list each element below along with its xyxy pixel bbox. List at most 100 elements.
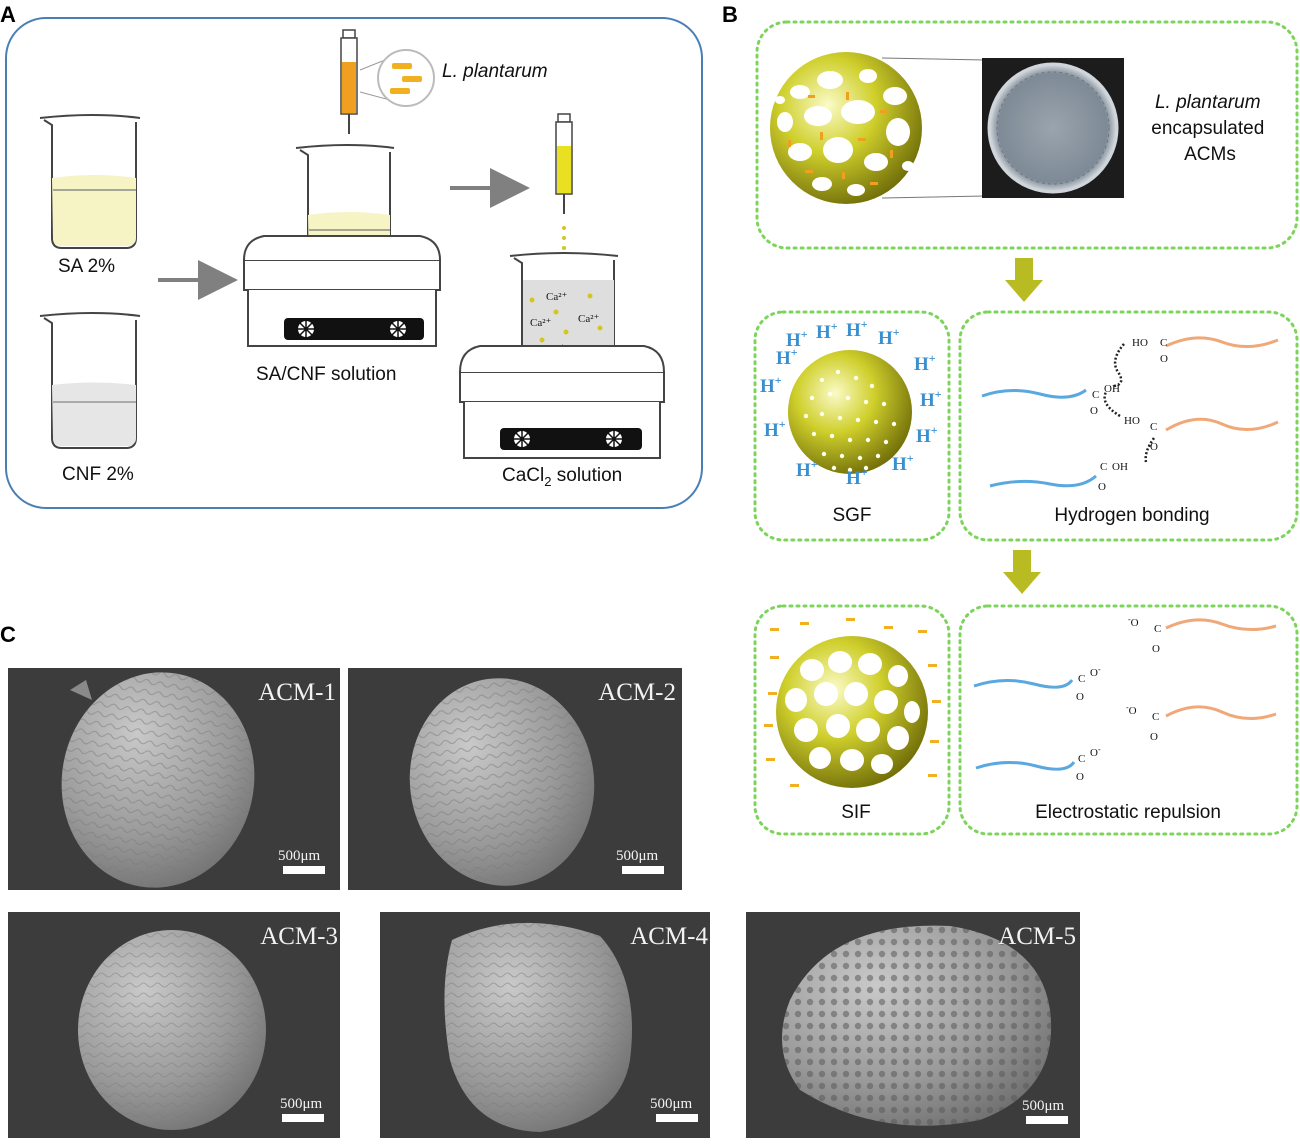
panel-b: B L. planta xyxy=(722,2,1299,836)
sa-beaker xyxy=(39,114,141,249)
svg-text:O: O xyxy=(1152,643,1160,655)
acm-1-scale-bar xyxy=(283,866,325,874)
hbond-label: Hydrogen bonding xyxy=(1054,505,1209,526)
bacteria-zoom xyxy=(377,49,435,107)
encapsulated-caption: L. plantarum encapsulated ACMs xyxy=(1151,92,1269,165)
panel-a-frame xyxy=(5,17,703,509)
svg-text:H+: H+ xyxy=(760,373,782,397)
svg-text:H+: H+ xyxy=(776,345,798,369)
acm-2-scale-bar xyxy=(622,866,664,874)
sa-label: SA 2% xyxy=(58,256,115,277)
sem-image-acm-3: ACM-3 500μm xyxy=(8,912,340,1138)
svg-text:H+: H+ xyxy=(846,317,868,341)
svg-text:-O: -O xyxy=(1126,703,1137,717)
acm-2-scale: 500μm xyxy=(616,848,659,864)
svg-text:H+: H+ xyxy=(764,417,786,441)
svg-text:O: O xyxy=(1090,405,1098,417)
bacteria-label: L. plantarum xyxy=(442,61,548,82)
encapsulation-box xyxy=(755,20,1299,250)
svg-text:C: C xyxy=(1160,337,1167,349)
svg-text:H+: H+ xyxy=(816,319,838,343)
petri-dish-photo xyxy=(982,58,1124,198)
svg-text:HO: HO xyxy=(1132,337,1148,349)
sgf-box xyxy=(753,310,951,542)
negative-charges xyxy=(764,618,941,787)
svg-text:HO: HO xyxy=(1124,415,1140,427)
ca-ion-2: Ca²⁺ xyxy=(578,313,600,325)
svg-text:O: O xyxy=(1150,731,1158,743)
svg-text:H+: H+ xyxy=(914,351,936,375)
acm-2-label: ACM-2 xyxy=(598,679,676,706)
svg-text:H+: H+ xyxy=(846,465,868,489)
svg-text:C: C xyxy=(1078,753,1085,765)
panel-a-letter: A xyxy=(0,2,16,27)
svg-text:O: O xyxy=(1098,481,1106,493)
svg-text:O: O xyxy=(1076,771,1084,783)
svg-text:O-: O- xyxy=(1090,745,1101,759)
acm-4-scale-bar xyxy=(656,1114,698,1122)
svg-text:-O: -O xyxy=(1128,615,1139,629)
svg-text:H+: H+ xyxy=(878,325,900,349)
svg-text:H+: H+ xyxy=(916,423,938,447)
panel-c: C ACM-1 500μm ACM-2 500μm ACM-3 500μm xyxy=(0,622,1080,1138)
svg-text:C: C xyxy=(1154,623,1161,635)
hbond-box xyxy=(958,310,1299,542)
acm-3-scale-bar xyxy=(282,1114,324,1122)
svg-text:OH: OH xyxy=(1104,383,1120,395)
sgf-capsule xyxy=(788,350,912,474)
sgf-label: SGF xyxy=(832,505,871,526)
acm-1-scale: 500μm xyxy=(278,848,321,864)
svg-text:O: O xyxy=(1160,353,1168,365)
svg-text:C: C xyxy=(1078,673,1085,685)
panel-b-letter: B xyxy=(722,2,738,27)
acm-5-scale-bar xyxy=(1026,1116,1068,1124)
hbond-chains xyxy=(981,336,1279,488)
repulsion-box xyxy=(958,604,1299,836)
acm-3-scale: 500μm xyxy=(280,1096,323,1112)
svg-text:H+: H+ xyxy=(796,457,818,481)
cnf-label: CNF 2% xyxy=(62,464,134,485)
stage-arrow-1 xyxy=(1005,258,1043,302)
cacl2-label: CaCl2 solution xyxy=(502,465,622,489)
zoom-line-bottom xyxy=(881,195,986,199)
sem-image-acm-2: ACM-2 500μm xyxy=(348,668,682,890)
svg-text:O-: O- xyxy=(1090,665,1101,679)
h-ions: H+ H+ H+ H+ H+ H+ H+ H+ H+ H+ H+ H+ H+ xyxy=(760,317,942,489)
svg-text:OH: OH xyxy=(1112,461,1128,473)
svg-text:O: O xyxy=(1076,691,1084,703)
sem-image-acm-4: ACM-4 500μm xyxy=(380,912,710,1138)
ca-ion-1: Ca²⁺ xyxy=(546,291,568,303)
repulsion-chains xyxy=(973,618,1277,771)
sem-image-acm-1: ACM-1 500μm xyxy=(8,668,340,890)
svg-text:H+: H+ xyxy=(920,387,942,411)
acm-5-label: ACM-5 xyxy=(998,923,1076,950)
cacl2-stirrer: Ca²⁺ Ca²⁺ Ca²⁺ Ca²⁺ Ca²⁺ xyxy=(459,252,665,459)
cnf-beaker xyxy=(39,312,141,449)
repulsion-chem: -O C O C O- O -O C O C O- O xyxy=(1076,615,1161,783)
panel-c-letter: C xyxy=(0,622,16,647)
svg-text:H+: H+ xyxy=(786,327,808,351)
sif-label: SIF xyxy=(841,802,871,823)
acm-5-scale: 500μm xyxy=(1022,1098,1065,1114)
acm-3-label: ACM-3 xyxy=(260,923,338,950)
svg-text:O: O xyxy=(1150,441,1158,453)
hbond-chem: HO C O C OH O HO C O C OH O xyxy=(1090,337,1168,493)
drop-syringe xyxy=(555,113,573,250)
panel-a: A SA 2% CNF 2% xyxy=(0,2,703,509)
svg-text:C: C xyxy=(1150,421,1157,433)
svg-text:C: C xyxy=(1100,461,1107,473)
mix-label: SA/CNF solution xyxy=(256,364,396,385)
svg-text:C: C xyxy=(1092,389,1099,401)
sem-image-acm-5: ACM-5 500μm xyxy=(746,912,1080,1138)
zoom-line-top xyxy=(881,57,986,61)
sif-box xyxy=(753,604,951,836)
svg-text:H+: H+ xyxy=(892,451,914,475)
acm-4-scale: 500μm xyxy=(650,1096,693,1112)
mixer-stirrer xyxy=(243,144,441,347)
repulsion-label: Electrostatic repulsion xyxy=(1035,802,1221,823)
acm-4-label: ACM-4 xyxy=(630,923,708,950)
ca-ion-3: Ca²⁺ xyxy=(530,317,552,329)
sif-capsule xyxy=(776,636,928,788)
acm-1-label: ACM-1 xyxy=(258,679,336,706)
